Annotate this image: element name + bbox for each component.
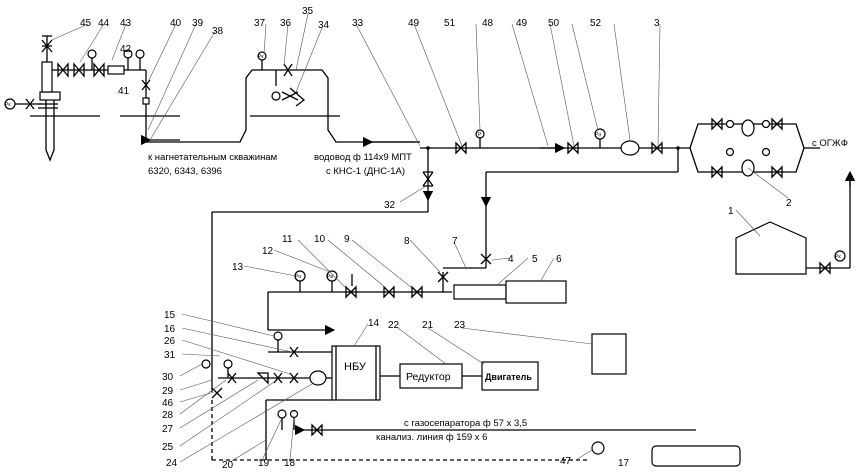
- callout-49: 49: [408, 18, 420, 29]
- callout-20: 20: [222, 460, 234, 471]
- filter-block: [689, 117, 820, 179]
- engine-label: Двигатель: [485, 372, 532, 382]
- callout-40: 40: [170, 18, 182, 29]
- callout-31: 31: [164, 350, 176, 361]
- gauge-labels: Рк Рк Рн Рв Рк Р Рн: [5, 54, 841, 280]
- gearbox-label: Редуктор: [406, 371, 451, 383]
- callout-52: 52: [590, 18, 602, 29]
- callout-22: 22: [388, 320, 400, 331]
- callout-38: 38: [212, 26, 224, 37]
- callout-35: 35: [302, 6, 314, 17]
- callout-33: 33: [352, 18, 364, 29]
- pump-unit-label: НБУ: [344, 361, 367, 373]
- caption-from-ogzf: с ОГЖФ: [812, 138, 848, 149]
- gauge-label-p-1: Р: [478, 132, 482, 138]
- callout-5: 5: [532, 254, 538, 265]
- callout-48: 48: [482, 18, 494, 29]
- caption-from-separator: с газосепаратора ф 57 х 3,5: [404, 418, 527, 429]
- callout-47: 47: [560, 456, 572, 467]
- gauge-label-pk-3: Рк: [835, 254, 841, 260]
- callout-1: 1: [728, 206, 734, 217]
- injection-pipeline: [146, 51, 420, 148]
- callout-30: 30: [162, 372, 174, 383]
- callout-43: 43: [120, 18, 132, 29]
- caption-water-line: водовод ф 114х9 МПТ: [314, 152, 412, 163]
- callout-7: 7: [452, 236, 458, 247]
- callout-27: 27: [162, 424, 174, 435]
- callout-23: 23: [454, 320, 466, 331]
- callout-12: 12: [262, 246, 274, 257]
- callout-42: 42: [120, 44, 132, 55]
- callout-18: 18: [284, 458, 296, 469]
- callout-49-second: 49: [516, 18, 528, 29]
- callout-34: 34: [318, 20, 330, 31]
- callout-6: 6: [556, 254, 562, 265]
- callout-24: 24: [166, 458, 178, 469]
- callout-29: 29: [162, 386, 174, 397]
- callout-26: 26: [164, 336, 176, 347]
- callout-3: 3: [654, 18, 660, 29]
- callout-36: 36: [280, 18, 292, 29]
- callout-50: 50: [548, 18, 560, 29]
- wellhead-piping: [52, 49, 180, 146]
- callout-45: 45: [80, 18, 92, 29]
- callout-37: 37: [254, 18, 266, 29]
- storage-tank: [735, 170, 856, 275]
- callout-8: 8: [404, 236, 410, 247]
- callout-25: 25: [162, 442, 174, 453]
- callout-10: 10: [314, 234, 326, 245]
- gauge-label-pk-1: Рк: [5, 102, 11, 108]
- water-main-line: [420, 128, 690, 268]
- callout-19: 19: [258, 458, 270, 469]
- equipment-labels: НБУ Редуктор Двигатель: [344, 361, 532, 383]
- callout-numbers: 45 44 43 42 41 40 39 38 37 36 35 34 33 4…: [80, 6, 792, 471]
- callout-44: 44: [98, 18, 110, 29]
- caption-sewer-line: канализ. линия ф 159 х 6: [376, 432, 487, 443]
- callout-21: 21: [422, 320, 434, 331]
- caption-to-injection-wells: к нагнетательным скважинам: [148, 152, 277, 163]
- caption-well-numbers: 6320, 6343, 6396: [148, 166, 222, 177]
- gauge-label-pk-2: Рк: [258, 54, 264, 60]
- suction-line: [211, 211, 567, 392]
- wellhead-equipment: [4, 35, 61, 162]
- gauge-label-pv-1: Рв: [327, 274, 333, 280]
- gauge-label-pn-2: Рн: [595, 132, 601, 138]
- callout-4: 4: [508, 254, 514, 265]
- callout-51: 51: [444, 18, 456, 29]
- gauge-label-pn-1: Рн: [295, 274, 301, 280]
- callout-13: 13: [232, 262, 244, 273]
- callout-41: 41: [118, 86, 130, 97]
- callout-32: 32: [384, 200, 396, 211]
- callout-15: 15: [164, 310, 176, 321]
- callout-16: 16: [164, 324, 176, 335]
- callout-14: 14: [368, 318, 380, 329]
- callout-46: 46: [162, 398, 174, 409]
- line-captions: к нагнетательным скважинам 6320, 6343, 6…: [148, 138, 848, 443]
- callout-11: 11: [282, 234, 293, 245]
- callout-leaders: [51, 13, 789, 463]
- callout-39: 39: [192, 18, 204, 29]
- callout-28: 28: [162, 410, 174, 421]
- pump-unit-area: [201, 331, 741, 467]
- caption-from-kns: с КНС-1 (ДНС-1А): [326, 166, 405, 177]
- callout-17: 17: [618, 458, 630, 469]
- callout-9: 9: [344, 234, 350, 245]
- callout-2: 2: [786, 198, 792, 209]
